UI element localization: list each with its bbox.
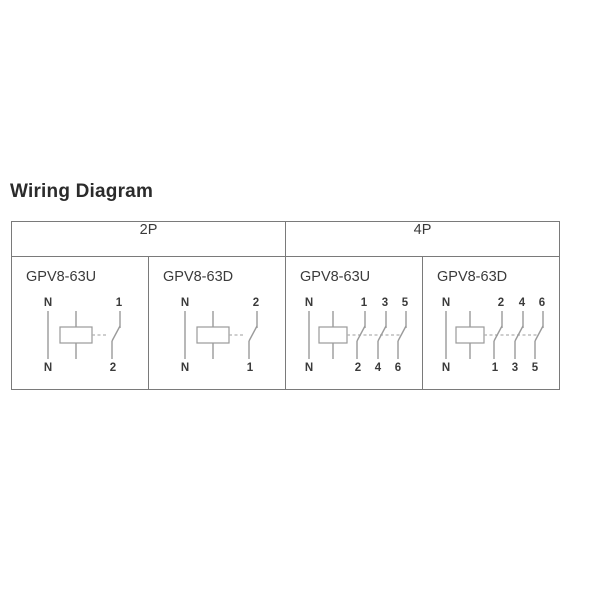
wiring-symbol-2p-gpv8-63u: N 1 N 2 <box>12 295 148 387</box>
terminal-label-bottom-n: N <box>44 362 52 374</box>
cell-4p-gpv8-63u: GPV8-63U <box>285 256 423 390</box>
terminal-label-top-n: N <box>181 297 189 309</box>
model-label: GPV8-63D <box>437 269 508 285</box>
table-row-models-diagrams: GPV8-63U <box>11 256 560 390</box>
model-label: GPV8-63U <box>26 269 97 285</box>
terminal-label-bottom-5: 5 <box>532 362 539 374</box>
terminal-label-top-2: 2 <box>498 297 504 309</box>
cell-2p-gpv8-63d: GPV8-63D N 2 N <box>148 256 286 390</box>
terminal-label-bottom-2: 2 <box>110 362 116 374</box>
terminal-label-bottom-1: 1 <box>247 362 254 374</box>
model-label: GPV8-63U <box>300 269 371 285</box>
cell-4p-gpv8-63d: GPV8-63D <box>422 256 560 390</box>
wiring-symbol-2p-gpv8-63d: N 2 N 1 <box>149 295 285 387</box>
table-row-group-headers: 2P 4P <box>11 221 560 257</box>
terminal-label-bottom-1: 1 <box>492 362 499 374</box>
terminal-label-bottom-4: 4 <box>375 362 382 374</box>
terminal-label-bottom-n: N <box>305 362 313 374</box>
terminal-label-bottom-n: N <box>181 362 189 374</box>
terminal-label-top-6: 6 <box>539 297 545 309</box>
terminal-label-bottom-3: 3 <box>512 362 518 374</box>
terminal-label-top-n: N <box>44 297 52 309</box>
terminal-label-top-5: 5 <box>402 297 409 309</box>
group-header-4p: 4P <box>285 221 560 257</box>
wiring-symbol-4p-gpv8-63u: N 1 3 5 N 2 4 6 <box>286 295 422 387</box>
terminal-label-top-1: 1 <box>361 297 368 309</box>
page-title: Wiring Diagram <box>10 181 154 202</box>
terminal-label-top-2: 2 <box>253 297 259 309</box>
terminal-label-bottom-n: N <box>442 362 450 374</box>
model-label: GPV8-63D <box>163 269 234 285</box>
cell-2p-gpv8-63u: GPV8-63U <box>11 256 149 390</box>
group-header-2p: 2P <box>11 221 286 257</box>
terminal-label-top-1: 1 <box>116 297 123 309</box>
terminal-label-bottom-6: 6 <box>395 362 401 374</box>
terminal-label-top-4: 4 <box>519 297 526 309</box>
terminal-label-top-3: 3 <box>382 297 388 309</box>
terminal-label-top-n: N <box>442 297 450 309</box>
terminal-label-bottom-2: 2 <box>355 362 361 374</box>
terminal-label-top-n: N <box>305 297 313 309</box>
wiring-symbol-4p-gpv8-63d: N 2 4 6 N 1 3 5 <box>423 295 559 387</box>
wiring-diagram-table: 2P 4P GPV8-63U <box>11 221 560 390</box>
